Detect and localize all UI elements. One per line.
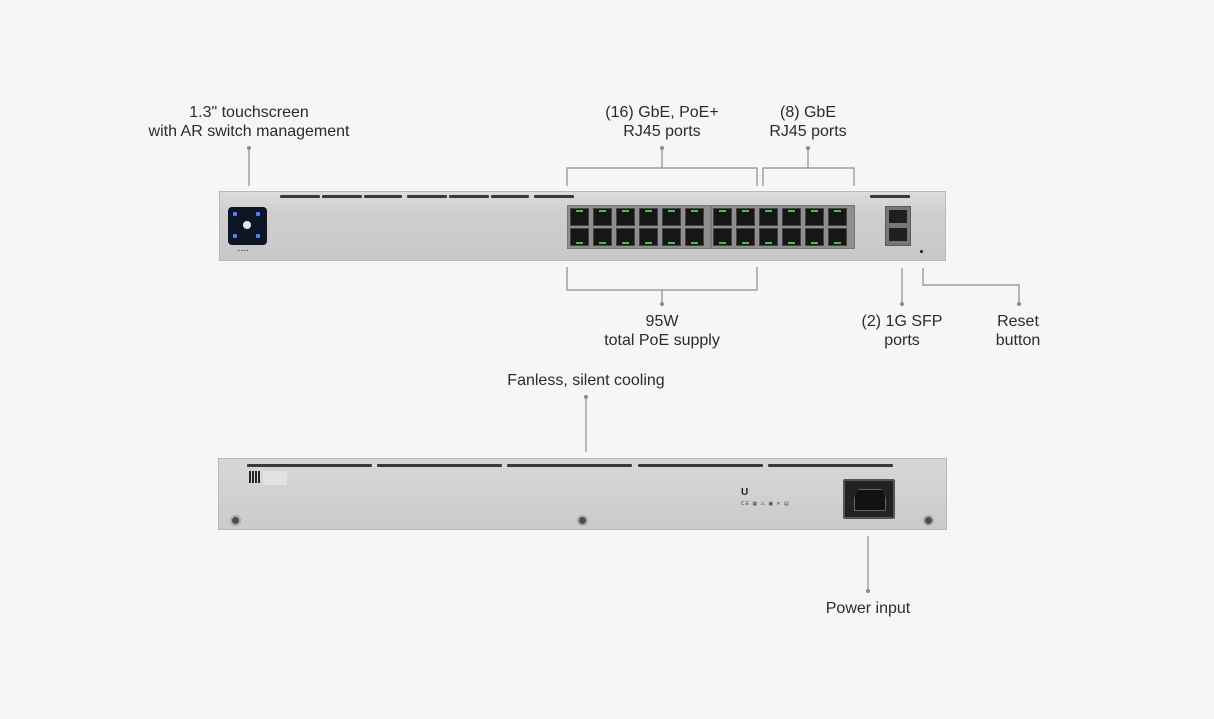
rj45-port[interactable] bbox=[685, 228, 704, 246]
qr-code bbox=[249, 471, 261, 483]
vent-slot bbox=[377, 464, 502, 467]
vent-slot bbox=[449, 195, 489, 198]
rj45-port[interactable] bbox=[570, 228, 589, 246]
rj45-port[interactable] bbox=[736, 228, 755, 246]
callout-poe-ports: (16) GbE, PoE+ RJ45 ports bbox=[605, 103, 718, 141]
callout-gbe-ports: (8) GbE RJ45 ports bbox=[769, 103, 846, 141]
callout-reset: Reset button bbox=[996, 312, 1040, 350]
vent-slot bbox=[491, 195, 529, 198]
callout-reset-line2: button bbox=[995, 332, 1041, 349]
leader-reset bbox=[922, 268, 1020, 304]
callout-cooling: Fanless, silent cooling bbox=[507, 372, 665, 389]
callout-gbe-ports-line2: RJ45 ports bbox=[769, 123, 847, 140]
callout-touchscreen: 1.3" touchscreen with AR switch manageme… bbox=[149, 103, 350, 141]
rj45-port[interactable] bbox=[616, 208, 635, 226]
callout-poe-ports-line2: RJ45 ports bbox=[623, 123, 701, 140]
iec-socket-icon bbox=[854, 489, 886, 511]
screen-icon bbox=[233, 212, 237, 216]
vent-slot bbox=[870, 195, 910, 198]
sfp-port[interactable] bbox=[889, 228, 907, 241]
switch-rear-panel: U CE ▦ ⚠ ▣ ✕ ▤ bbox=[218, 458, 947, 530]
callout-power: Power input bbox=[825, 600, 911, 617]
vent-slot bbox=[768, 464, 893, 467]
callout-gbe-ports-line1: (8) GbE bbox=[779, 104, 836, 121]
power-inlet[interactable] bbox=[843, 479, 895, 519]
rear-screw bbox=[230, 515, 241, 526]
rj45-port[interactable] bbox=[782, 228, 801, 246]
certification-marks-icon: CE ▦ ⚠ ▣ ✕ ▤ bbox=[741, 501, 790, 507]
vent-slot bbox=[507, 464, 632, 467]
callout-poe-supply-line2: total PoE supply bbox=[604, 332, 720, 349]
screen-icon bbox=[256, 234, 260, 238]
callout-poe-supply: 95W total PoE supply bbox=[604, 312, 720, 350]
touchscreen-display[interactable] bbox=[228, 207, 267, 245]
sfp-cage bbox=[885, 206, 911, 246]
rj45-port[interactable] bbox=[828, 228, 847, 246]
rj45-port[interactable] bbox=[759, 228, 778, 246]
rj45-port[interactable] bbox=[593, 228, 612, 246]
rj45-port[interactable] bbox=[805, 228, 824, 246]
rj45-port[interactable] bbox=[685, 208, 704, 226]
callout-touchscreen-line2: with AR switch management bbox=[148, 123, 350, 140]
rj45-port[interactable] bbox=[805, 208, 824, 226]
rj45-port[interactable] bbox=[759, 208, 778, 226]
rj45-port[interactable] bbox=[713, 228, 732, 246]
bracket-gbe-ports bbox=[762, 167, 855, 186]
vent-slot bbox=[364, 195, 402, 198]
switch-front-panel: ▪▪▪▪ bbox=[219, 191, 946, 261]
rj45-port[interactable] bbox=[639, 208, 658, 226]
rj45-port[interactable] bbox=[593, 208, 612, 226]
screen-icon bbox=[256, 212, 260, 216]
callout-poe-ports-line1: (16) GbE, PoE+ bbox=[605, 104, 719, 121]
vent-slot bbox=[280, 195, 320, 198]
bracket-poe-ports bbox=[566, 167, 758, 186]
rj45-port[interactable] bbox=[662, 228, 681, 246]
screen-icon bbox=[233, 234, 237, 238]
serial-sticker bbox=[263, 471, 287, 485]
rj45-port[interactable] bbox=[570, 208, 589, 226]
reset-button[interactable] bbox=[920, 250, 923, 253]
rear-screw bbox=[577, 515, 588, 526]
brand-logo-icon: U bbox=[741, 487, 749, 498]
vent-slot bbox=[407, 195, 447, 198]
rj45-port[interactable] bbox=[616, 228, 635, 246]
rear-screw bbox=[923, 515, 934, 526]
bracket-poe-supply bbox=[566, 267, 758, 291]
callout-reset-line1: Reset bbox=[997, 313, 1039, 330]
callout-touchscreen-line1: 1.3" touchscreen bbox=[189, 104, 309, 121]
vent-slot bbox=[638, 464, 763, 467]
vent-slot bbox=[534, 195, 574, 198]
rj45-port[interactable] bbox=[662, 208, 681, 226]
callout-sfp-ports-line1: (2) 1G SFP bbox=[861, 313, 943, 330]
rj45-port[interactable] bbox=[736, 208, 755, 226]
rj45-port[interactable] bbox=[782, 208, 801, 226]
rj45-port[interactable] bbox=[639, 228, 658, 246]
rj45-port[interactable] bbox=[828, 208, 847, 226]
callout-poe-supply-line1: 95W bbox=[645, 313, 679, 330]
vent-slot bbox=[247, 464, 372, 467]
callout-sfp-ports-line2: ports bbox=[884, 332, 920, 349]
sfp-port[interactable] bbox=[889, 210, 907, 223]
callout-sfp-ports: (2) 1G SFP ports bbox=[862, 312, 943, 350]
model-badge: ▪▪▪▪ bbox=[238, 248, 250, 254]
rj45-port[interactable] bbox=[713, 208, 732, 226]
vent-slot bbox=[322, 195, 362, 198]
screen-center-dot bbox=[243, 221, 251, 229]
